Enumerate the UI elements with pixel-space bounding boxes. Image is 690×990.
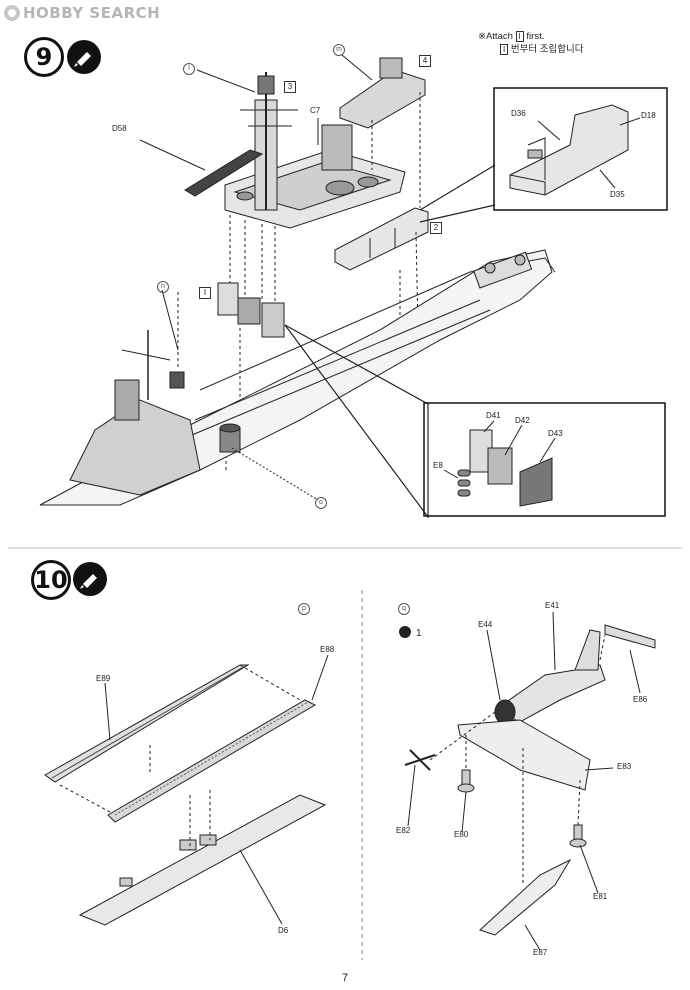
box-4: 4 bbox=[419, 55, 431, 67]
part-I-panel-right bbox=[261, 302, 285, 338]
label-e44: E44 bbox=[478, 620, 493, 629]
label-e87: E87 bbox=[533, 948, 548, 957]
subassembly-q-marker: q bbox=[398, 603, 410, 615]
box-3: 3 bbox=[284, 81, 296, 93]
label-d58: D58 bbox=[112, 124, 127, 133]
label-d36: D36 bbox=[511, 109, 526, 118]
cement-glue-icon-step10 bbox=[73, 562, 107, 596]
subassembly-o-marker: o bbox=[315, 497, 327, 509]
step-10-number: 10 bbox=[31, 560, 71, 600]
float-e87 bbox=[479, 858, 572, 936]
inset-box-d41 bbox=[423, 402, 666, 517]
page-number: 7 bbox=[341, 972, 349, 984]
attach-note: ※Attach I first. I 번부터 조립합니다 bbox=[478, 31, 584, 55]
cement-glue-icon bbox=[67, 40, 101, 74]
hobby-search-watermark: HOBBY SEARCH bbox=[4, 4, 160, 22]
label-d6: D6 bbox=[278, 926, 289, 935]
label-d18: D18 bbox=[641, 111, 656, 120]
quantity-aircraft-icon bbox=[399, 626, 411, 638]
tailplane-e86 bbox=[604, 624, 656, 649]
rail-e88 bbox=[107, 699, 317, 823]
quantity-value: 1 bbox=[416, 628, 422, 639]
watermark-text: HOBBY SEARCH bbox=[23, 4, 161, 22]
label-e41: E41 bbox=[545, 601, 560, 610]
bulkhead-2 bbox=[334, 207, 429, 271]
fuselage-e41 bbox=[494, 664, 606, 723]
part-I-panel-left bbox=[217, 282, 239, 316]
label-e89: E89 bbox=[96, 674, 111, 683]
wing-e83 bbox=[457, 719, 591, 791]
label-d43: D43 bbox=[548, 429, 563, 438]
label-e86: E86 bbox=[633, 695, 648, 704]
platform-m bbox=[339, 69, 426, 129]
box-2: 2 bbox=[430, 222, 442, 234]
box-I: I bbox=[199, 287, 211, 299]
d58-part bbox=[184, 149, 264, 197]
label-e82: E82 bbox=[396, 826, 411, 835]
label-e80: E80 bbox=[454, 830, 469, 839]
label-e8: E8 bbox=[433, 461, 443, 470]
label-d35: D35 bbox=[610, 190, 625, 199]
label-e88: E88 bbox=[320, 645, 335, 654]
label-d41: D41 bbox=[486, 411, 501, 420]
label-e83: E83 bbox=[617, 762, 632, 771]
subassembly-l-marker: l bbox=[183, 63, 195, 75]
deck-d6 bbox=[78, 794, 327, 926]
inset-box-d36 bbox=[493, 87, 668, 211]
subassembly-p-marker: p bbox=[298, 603, 310, 615]
subassembly-m-marker: m bbox=[333, 44, 345, 56]
label-c7: C7 bbox=[310, 106, 321, 115]
step-9-number: 9 bbox=[24, 37, 64, 77]
label-d42: D42 bbox=[515, 416, 530, 425]
watermark-logo-icon bbox=[4, 5, 20, 21]
label-e81: E81 bbox=[593, 892, 608, 901]
subassembly-n-marker: n bbox=[157, 281, 169, 293]
